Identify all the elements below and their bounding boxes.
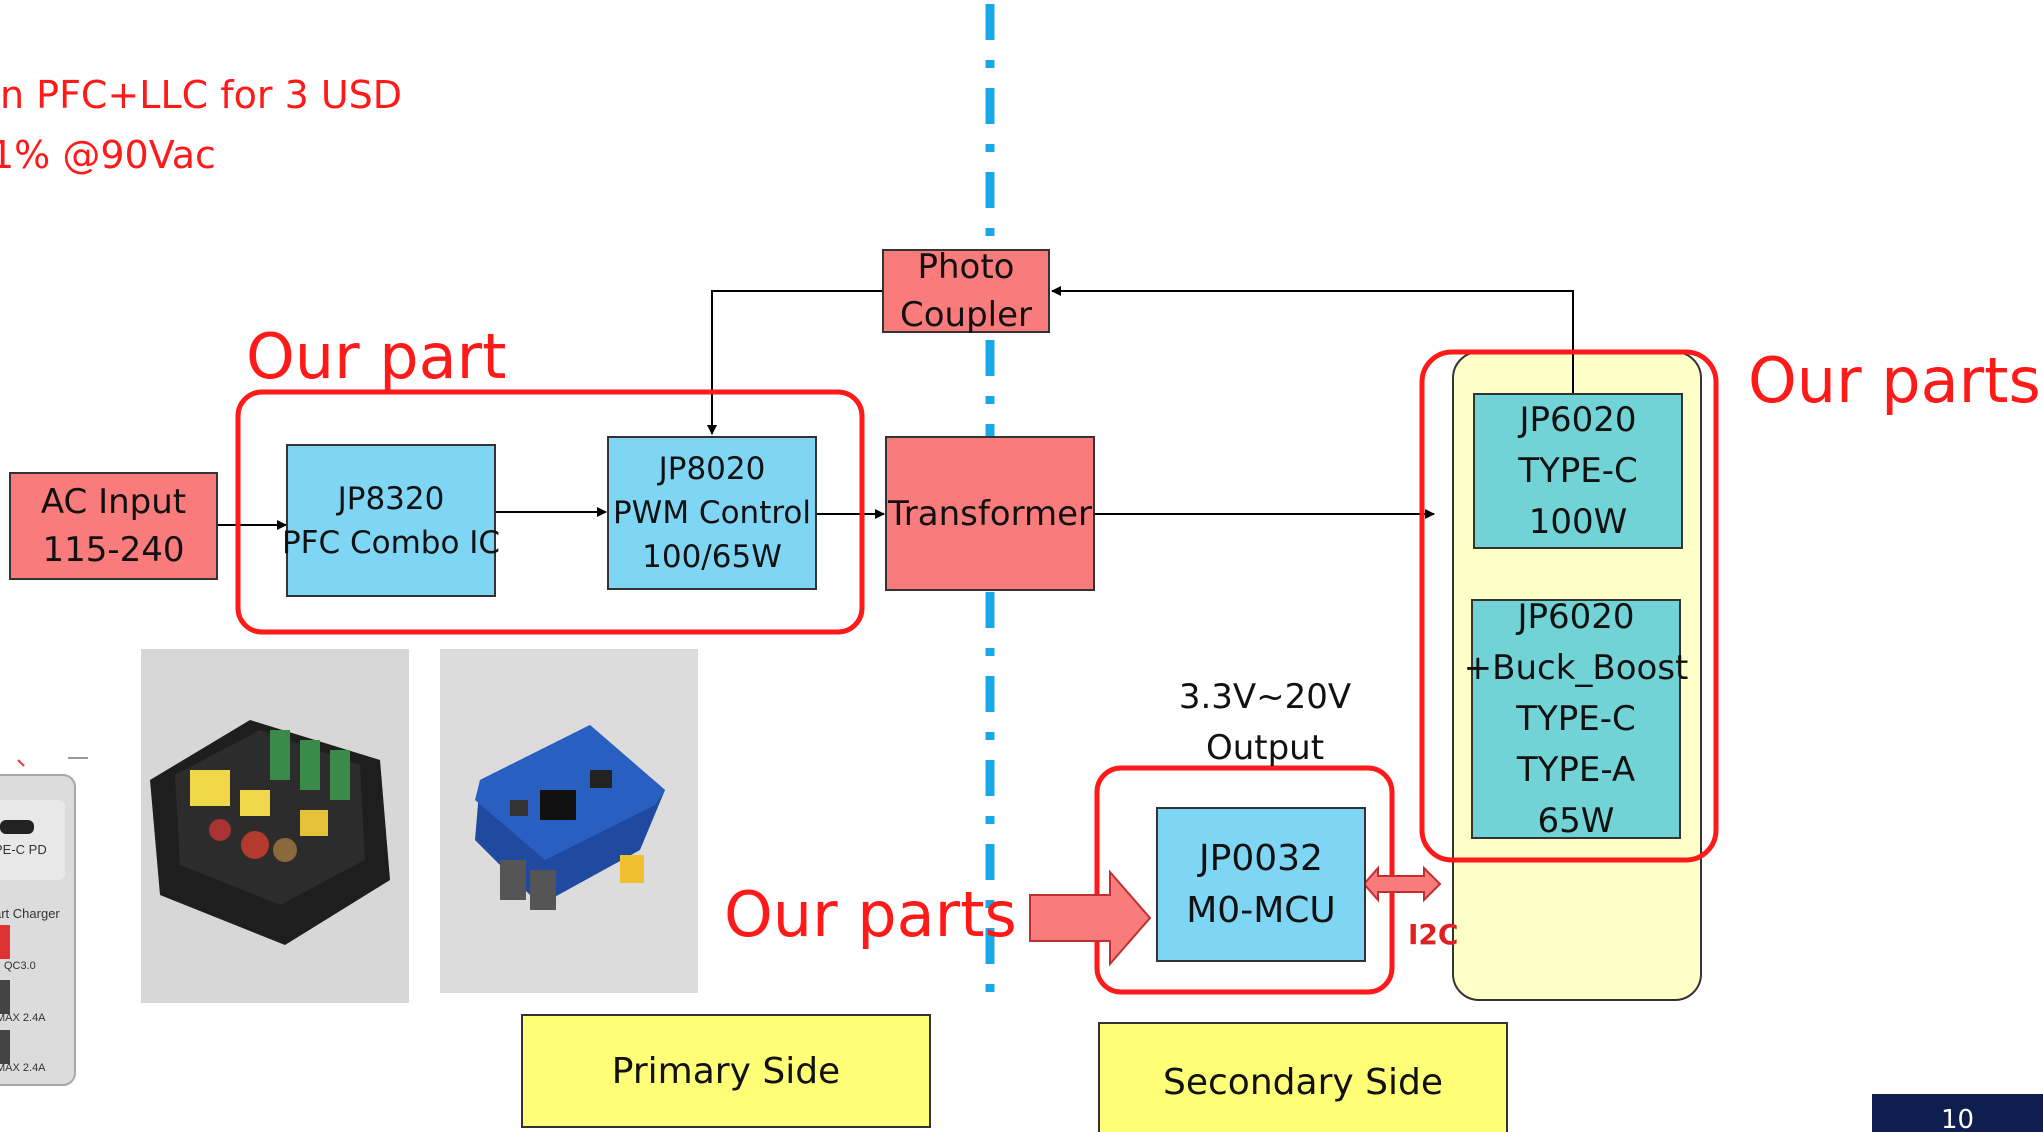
jp6020-bb-line-4: TYPE-A xyxy=(1516,749,1636,790)
jp6020-bb-line-2: +Buck_Boost xyxy=(1463,647,1689,688)
callout-arrow xyxy=(1029,869,1152,967)
wire-feedback-to-coupler xyxy=(1051,286,1574,396)
output-voltage-line-1: 3.3V~20V xyxy=(1178,677,1352,717)
output-voltage-line-2: Output xyxy=(1205,728,1325,768)
primary-side-label: Primary Side xyxy=(521,1014,931,1128)
jp6020-typec-line-2: TYPE-C xyxy=(1518,450,1638,491)
transformer-block: Transformer xyxy=(885,436,1095,591)
charger-label-typec: PE-C PD xyxy=(0,842,47,857)
transformer-label: Transformer xyxy=(887,493,1093,534)
i2c-double-arrow xyxy=(1362,865,1442,903)
secondary-side-text: Secondary Side xyxy=(1163,1061,1443,1103)
note-line-1: n PFC+LLC for 3 USD xyxy=(0,73,403,117)
output-voltage-label: 3.3V~20V Output xyxy=(1150,672,1380,774)
charger-label-max-1: MAX 2.4A xyxy=(0,1012,46,1024)
jp0032-mcu-block: JP0032 M0-MCU xyxy=(1156,807,1366,962)
note-line-2: 1% @90Vac xyxy=(0,133,216,177)
page-number: 10 xyxy=(1872,1094,2043,1132)
jp6020-bb-line-5: 65W xyxy=(1537,800,1615,841)
jp8320-block: JP8320 PFC Combo IC xyxy=(282,444,500,597)
product-photo-enclosure xyxy=(141,649,409,1003)
secondary-side-label: Secondary Side xyxy=(1098,1022,1508,1132)
i2c-label: I2C xyxy=(1408,918,1459,951)
jp0032-line-1: JP0032 xyxy=(1199,837,1323,879)
photo-coupler-line-1: Photo xyxy=(917,247,1015,287)
our-parts-label-right: Our parts xyxy=(1748,344,2041,417)
jp8320-line-2: PFC Combo IC xyxy=(281,524,501,561)
jp8020-line-1: JP8020 xyxy=(658,451,766,487)
jp6020-bb-line-3: TYPE-C xyxy=(1516,698,1636,739)
jp8020-line-3: 100/65W xyxy=(642,539,782,575)
charger-illustration xyxy=(0,757,88,1086)
jp6020-buckboost-block: JP6020 +Buck_Boost TYPE-C TYPE-A 65W xyxy=(1464,597,1689,841)
jp8320-line-1: JP8320 xyxy=(337,480,445,517)
our-part-label: Our part xyxy=(246,320,507,393)
ac-input-block: AC Input 115-240 xyxy=(9,472,218,580)
wire-coupler-to-jp8020 xyxy=(707,290,882,435)
ac-input-line-1: AC Input xyxy=(40,482,187,522)
jp8020-block: JP8020 PWM Control 100/65W xyxy=(607,436,817,590)
primary-side-text: Primary Side xyxy=(611,1050,841,1092)
photo-coupler-line-2: Coupler xyxy=(899,295,1032,335)
jp6020-typec-line-3: 100W xyxy=(1528,501,1628,542)
jp0032-line-2: M0-MCU xyxy=(1186,889,1336,931)
jp6020-typec-block: JP6020 TYPE-C 100W xyxy=(1473,393,1683,549)
jp8020-line-2: PWM Control xyxy=(612,495,811,531)
photo-coupler-block: Photo Coupler xyxy=(882,247,1050,335)
charger-label-max-2: MAX 2.4A xyxy=(0,1062,46,1074)
ac-input-line-2: 115-240 xyxy=(42,530,185,570)
jp6020-typec-line-1: JP6020 xyxy=(1519,399,1637,440)
product-photo-pcb xyxy=(440,649,698,993)
charger-label-brand: art Charger xyxy=(0,906,60,921)
jp6020-bb-line-1: JP6020 xyxy=(1517,596,1635,637)
charger-label-qc: QC3.0 xyxy=(4,960,36,972)
our-parts-label-bottom: Our parts xyxy=(724,878,1017,951)
